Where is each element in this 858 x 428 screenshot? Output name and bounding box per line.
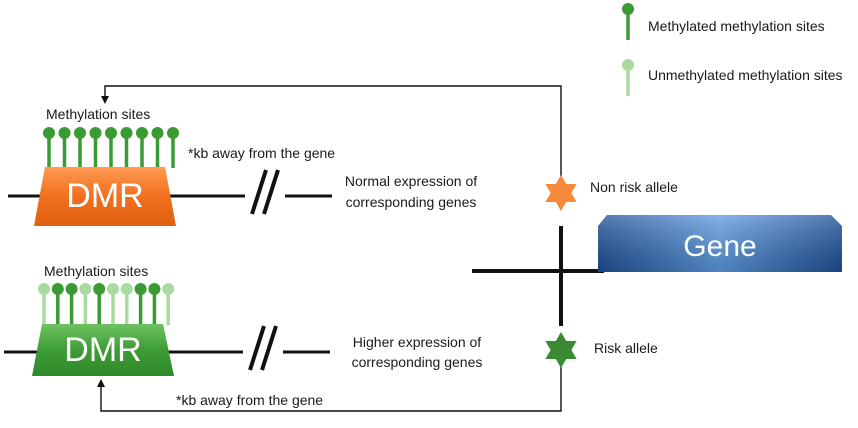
bottom-expression-line2: corresponding genes — [351, 354, 483, 370]
bottom-pin-unmethylated — [107, 283, 119, 325]
risk-allele-label: Risk allele — [594, 340, 658, 356]
top-expression-line1: Normal expression of — [344, 173, 478, 189]
bottom-pin-methylated — [93, 283, 106, 325]
legend-unmethylated-label: Unmethylated methylation sites — [648, 67, 843, 83]
top-pin-methylated — [58, 127, 71, 168]
top-dmr-label: DMR — [66, 177, 144, 215]
bottom-dmr-box — [32, 324, 174, 376]
top-methylation-sites-label: Methylation sites — [46, 106, 151, 122]
bottom-pin-unmethylated — [79, 283, 92, 325]
bottom-feedback-arrow — [97, 367, 562, 412]
bottom-methylation-sites-label: Methylation sites — [44, 263, 149, 279]
gene-block — [598, 215, 842, 272]
bottom-pin-unmethylated — [120, 283, 133, 325]
top-break-symbol — [250, 169, 280, 215]
top-distance-note: *kb away from the gene — [188, 145, 336, 161]
legend-methylated-label: Methylated methylation sites — [648, 18, 825, 34]
bottom-pin-unmethylated — [38, 283, 50, 325]
legend-unmethylated-pin-icon — [622, 59, 634, 96]
bottom-methylation-pins — [38, 283, 175, 325]
bottom-expression-line1: Higher expression of — [352, 334, 482, 350]
top-dmr-box — [34, 167, 176, 226]
top-pin-methylated — [167, 127, 179, 168]
bottom-pin-unmethylated — [162, 283, 175, 325]
bottom-distance-note: *kb away from the gene — [176, 392, 324, 408]
top-feedback-arrow — [101, 85, 562, 176]
legend-methylated-pin-icon — [622, 3, 634, 40]
non-risk-allele-label: Non risk allele — [590, 179, 678, 195]
top-pin-methylated — [89, 127, 102, 168]
bottom-pin-methylated — [148, 283, 161, 325]
gene-label: Gene — [683, 230, 757, 263]
bottom-pin-methylated — [65, 283, 78, 325]
risk-allele-star-icon — [545, 332, 577, 368]
top-pin-methylated — [151, 127, 164, 168]
non-risk-allele-star-icon — [545, 175, 577, 211]
top-pin-methylated — [43, 127, 55, 168]
top-pin-methylated — [120, 127, 133, 168]
top-pin-methylated — [136, 127, 148, 168]
bottom-dmr-label: DMR — [64, 331, 142, 369]
top-expression-line2: corresponding genes — [345, 194, 477, 210]
top-pin-methylated — [105, 127, 117, 168]
top-pin-methylated — [74, 127, 86, 168]
bottom-pin-methylated — [134, 283, 147, 325]
bottom-break-symbol — [248, 325, 278, 371]
top-methylation-pins — [43, 127, 179, 168]
bottom-pin-methylated — [51, 283, 64, 325]
